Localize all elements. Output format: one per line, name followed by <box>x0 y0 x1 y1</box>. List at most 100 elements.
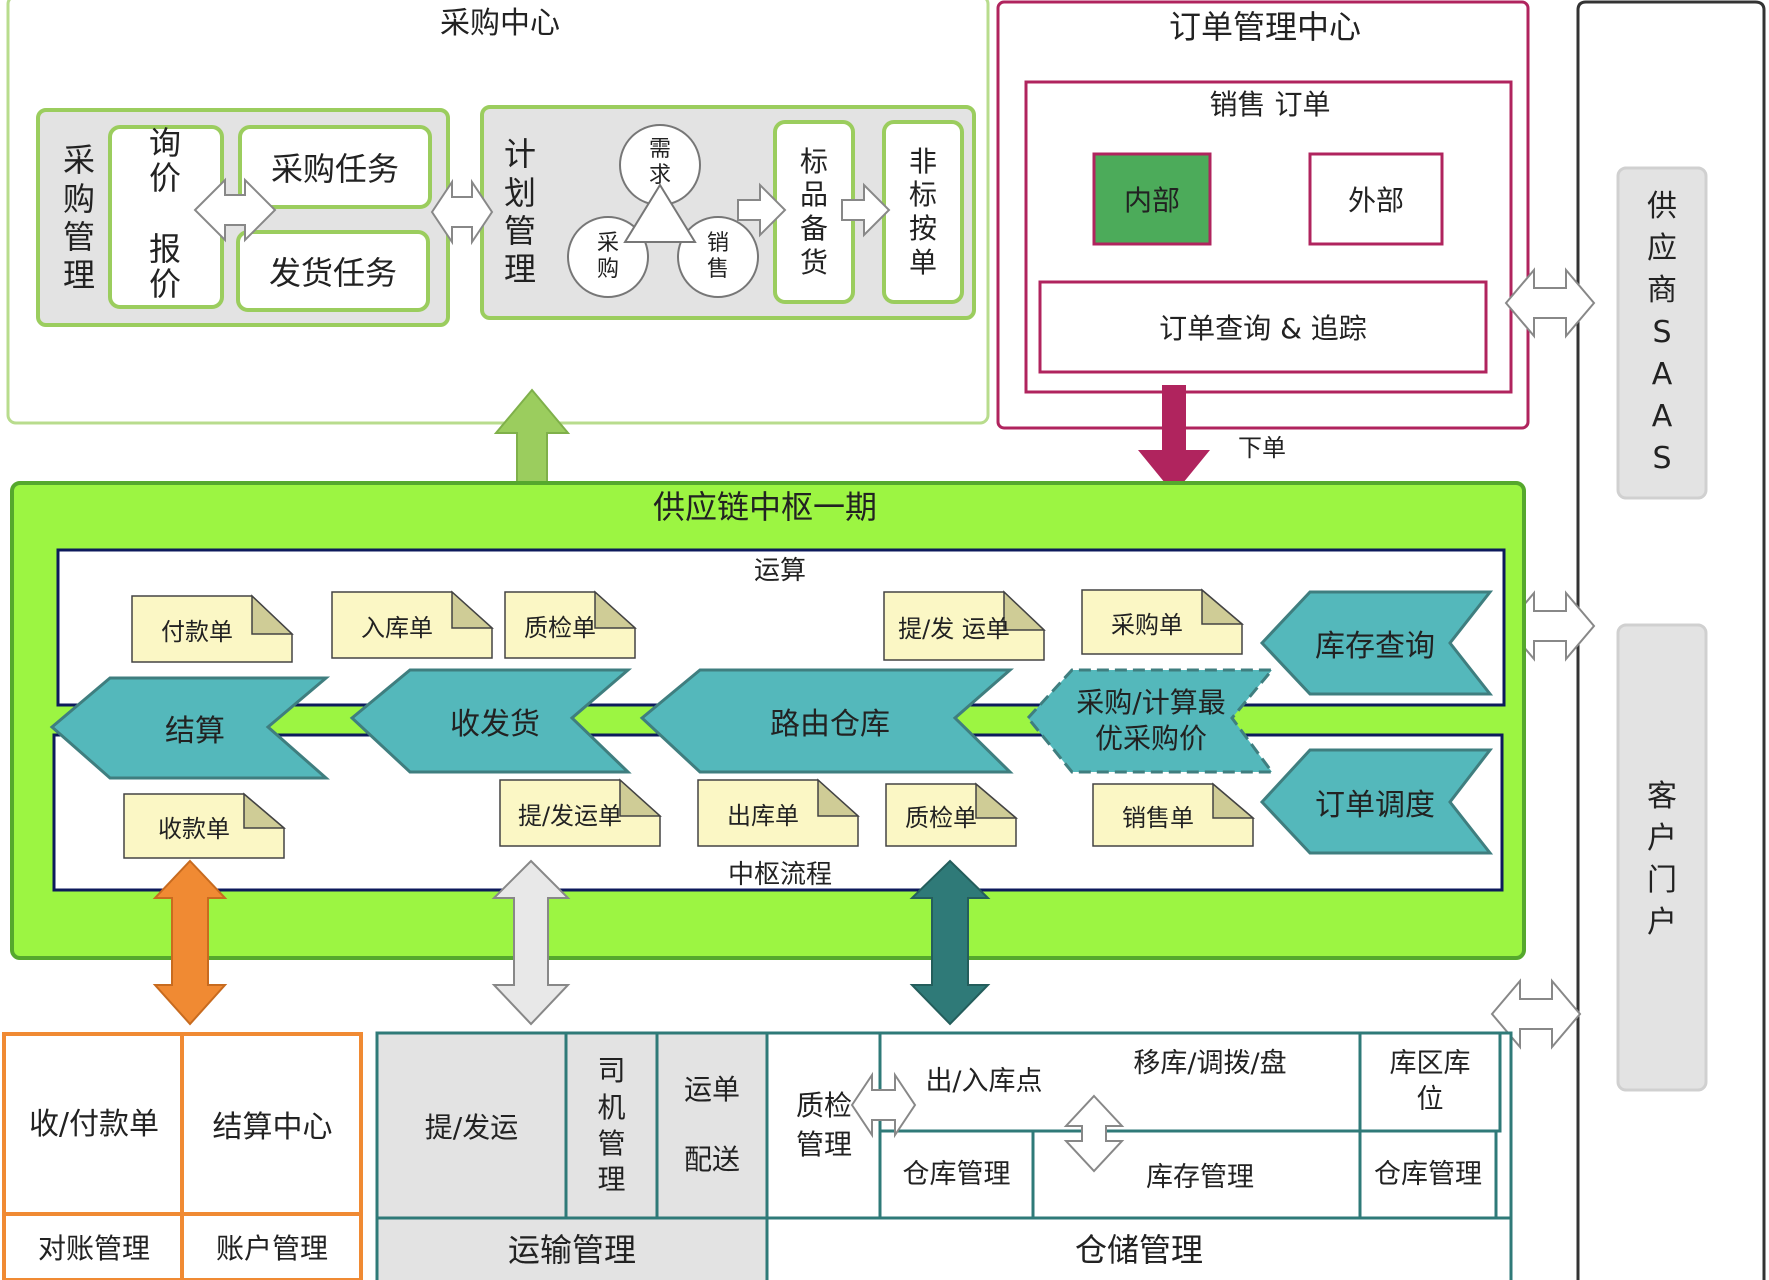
note-qc-bottom-label: 质检单 <box>905 803 977 832</box>
plan-mgmt-label: 计 划 管 理 <box>490 122 550 302</box>
note-payment-label: 付款单 <box>161 617 233 646</box>
char: 按 <box>908 212 937 245</box>
inout-label: 出/入库点 <box>925 1065 1043 1097</box>
wh-mgmt2-box <box>1358 1129 1498 1220</box>
stock-double-arrow-icon <box>1063 1094 1125 1173</box>
delivery-task-label: 发货任务 <box>268 254 397 292</box>
note-inbound-label: 入库单 <box>361 613 433 642</box>
char: 理 <box>62 256 95 295</box>
calc-label: 运算 <box>753 555 806 586</box>
query-label: 订单查询 & 追踪 <box>1159 312 1367 345</box>
char: 计 <box>503 135 536 174</box>
purchase-task-label: 采购任务 <box>270 150 399 188</box>
char: 应 <box>1647 231 1677 266</box>
char: S <box>1652 441 1672 476</box>
char: 报 <box>148 230 181 268</box>
purchase-mgmt-label: 采 购 管 理 <box>48 128 110 308</box>
chevron-optimal <box>1026 668 1276 774</box>
gray-double-arrow-icon <box>491 859 571 1026</box>
finance-account: 账户管理 <box>215 1232 328 1265</box>
char: 标 <box>908 178 937 212</box>
qc-mgmt-label: 质检 管理 <box>776 1080 872 1170</box>
order-center-title: 订单管理中心 <box>1168 8 1361 46</box>
char: 标 <box>799 144 828 178</box>
demand-label: 需求 <box>648 136 671 188</box>
delivery-task-box <box>236 230 430 312</box>
external-label: 外部 <box>1347 184 1404 217</box>
transport-title: 运输管理 <box>507 1231 636 1269</box>
char: 价 <box>148 265 181 304</box>
hub-title: 供应链中枢一期 <box>652 488 877 526</box>
sales-order-label: 销售 订单 <box>1209 88 1331 121</box>
char: 理 <box>597 1163 626 1197</box>
char: 质检 <box>795 1088 852 1122</box>
char: 户 <box>1647 905 1677 940</box>
customer-portal-panel <box>1616 623 1708 1092</box>
stock-mgmt-label: 库存管理 <box>1146 1162 1254 1193</box>
chevron-route <box>639 668 1014 774</box>
note-outbound-label: 出库单 <box>727 801 799 830</box>
finance-receipt-payment: 收/付款单 <box>28 1107 160 1142</box>
double-arrow-icon <box>193 177 891 246</box>
char: A <box>1651 399 1673 434</box>
buy-label: 采购 <box>596 230 619 282</box>
char: 商 <box>1647 273 1677 308</box>
chevron-dispatch <box>1259 748 1494 855</box>
dispatch-label: 订单调度 <box>1315 787 1435 823</box>
flow-label: 中枢流程 <box>727 859 832 890</box>
note-sales-label: 销售单 <box>1122 803 1194 832</box>
waybill-label: 运单 配送 <box>657 1060 767 1190</box>
pickup-label: 提/发运 <box>424 1110 519 1144</box>
char: 客 <box>1647 779 1677 814</box>
char: 备 <box>799 212 828 245</box>
notes-top <box>131 588 1245 663</box>
finance-settlement-center: 结算中心 <box>212 1110 333 1145</box>
route-label: 路由仓库 <box>770 707 890 742</box>
chevron-ship <box>349 668 633 774</box>
char: S <box>1652 315 1672 350</box>
char: 运单 <box>683 1072 740 1106</box>
char: 货 <box>799 245 828 279</box>
char: 管 <box>503 212 536 250</box>
supplier-saas-label: 供 应 商 S A A S <box>1618 170 1706 496</box>
char: 理 <box>503 250 536 289</box>
settle-label: 结算 <box>165 714 225 749</box>
chevrons <box>49 590 1494 855</box>
char: 单 <box>908 245 937 279</box>
char: 户 <box>1647 821 1677 856</box>
std-stock-label: 标 品 备 货 <box>775 128 853 296</box>
optimal-label: 采购/计算最优采购价 <box>1076 685 1226 755</box>
wh-mgmt2-label: 仓库管理 <box>1374 1158 1482 1190</box>
cycle-triangle <box>623 183 697 243</box>
stock-query-label: 库存查询 <box>1315 629 1435 664</box>
external-box <box>1308 152 1444 246</box>
char: 管理 <box>795 1128 852 1161</box>
orange-double-arrow-icon <box>152 859 228 1026</box>
char: 价 <box>148 158 181 197</box>
place-order-arrow-icon <box>1138 385 1210 494</box>
transfer-label: 移库/调拨/盘 <box>1133 1047 1287 1079</box>
note-qc-top-label: 质检单 <box>524 613 596 642</box>
query-box <box>1038 280 1488 374</box>
char: 品 <box>799 178 828 212</box>
char: 管 <box>597 1127 626 1160</box>
internal-box <box>1092 152 1212 246</box>
finance-reconciliation: 对账管理 <box>37 1232 150 1265</box>
nonstd-label: 非 标 按 单 <box>884 128 962 296</box>
inquiry-label: 询 价 报 价 <box>130 104 200 324</box>
char: 门 <box>1647 863 1677 898</box>
sell-circle <box>677 216 759 298</box>
char: 司 <box>597 1054 626 1088</box>
qc-double-arrow-icon <box>850 1071 917 1139</box>
customer-portal-label: 客 户 门 户 <box>1618 760 1706 960</box>
char: 配送 <box>683 1143 740 1176</box>
char: 供 <box>1647 189 1677 224</box>
place-order-label: 下单 <box>1238 433 1286 462</box>
note-receipt-label: 收款单 <box>158 814 230 843</box>
note-purchase-label: 采购单 <box>1111 610 1183 639</box>
transport-frame <box>375 1031 769 1280</box>
bidirectional-arrow-icon <box>1490 267 1596 1050</box>
sell-label: 销售 <box>706 230 729 282</box>
purchase-task-box <box>238 125 432 209</box>
